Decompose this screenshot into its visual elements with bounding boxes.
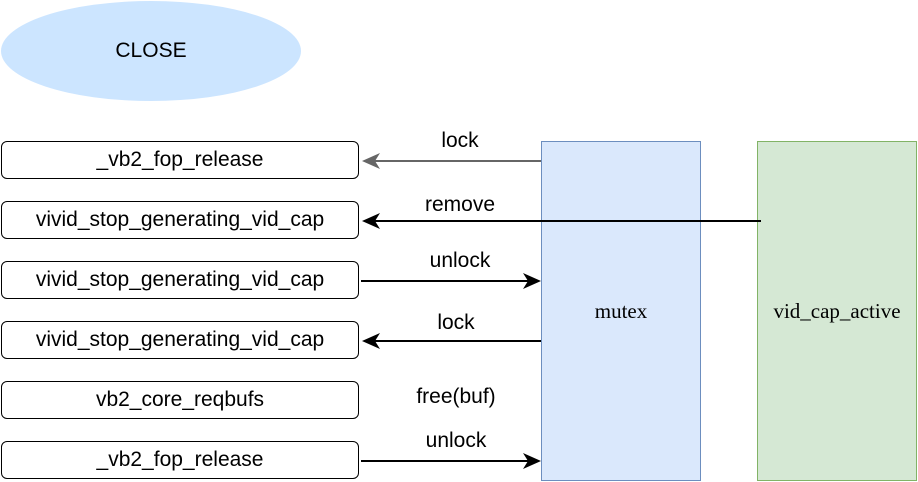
function-box-4: vivid_stop_generating_vid_cap <box>1 321 359 359</box>
edge-unlock-2-arrowhead <box>523 453 541 469</box>
edge-label-unlock-1: unlock <box>429 249 491 272</box>
mutex-label: mutex <box>594 298 648 323</box>
edge-label-free-buf: free(buf) <box>416 385 496 408</box>
function-box-5: vb2_core_reqbufs <box>1 381 359 419</box>
edge-label-lock-2: lock <box>437 311 475 334</box>
vid-cap-active-block: vid_cap_active <box>757 141 917 481</box>
vid-cap-active-label: vid_cap_active <box>773 298 901 323</box>
edge-lock-2-arrowhead <box>362 333 380 349</box>
function-label-5: vb2_core_reqbufs <box>95 388 265 411</box>
function-box-3: vivid_stop_generating_vid_cap <box>1 261 359 299</box>
function-label-4: vivid_stop_generating_vid_cap <box>35 328 325 351</box>
mutex-block: mutex <box>541 141 701 481</box>
edge-unlock-1-arrowhead <box>523 273 541 289</box>
function-label-6: _vb2_fop_release <box>96 448 264 471</box>
function-box-2: vivid_stop_generating_vid_cap <box>1 201 359 239</box>
edge-lock-1-arrowhead <box>362 153 380 169</box>
function-label-3: vivid_stop_generating_vid_cap <box>35 268 325 291</box>
function-label-2: vivid_stop_generating_vid_cap <box>35 208 325 231</box>
edge-label-lock-1: lock <box>441 129 479 152</box>
edge-label-unlock-2: unlock <box>425 429 487 452</box>
function-label-1: _vb2_fop_release <box>96 148 264 171</box>
function-box-1: _vb2_fop_release <box>1 141 359 179</box>
edge-label-remove: remove <box>424 193 496 216</box>
edge-remove-arrowhead <box>362 213 380 229</box>
close-state-label: CLOSE <box>115 39 187 62</box>
close-state-ellipse: CLOSE <box>1 1 301 101</box>
function-box-6: _vb2_fop_release <box>1 441 359 479</box>
